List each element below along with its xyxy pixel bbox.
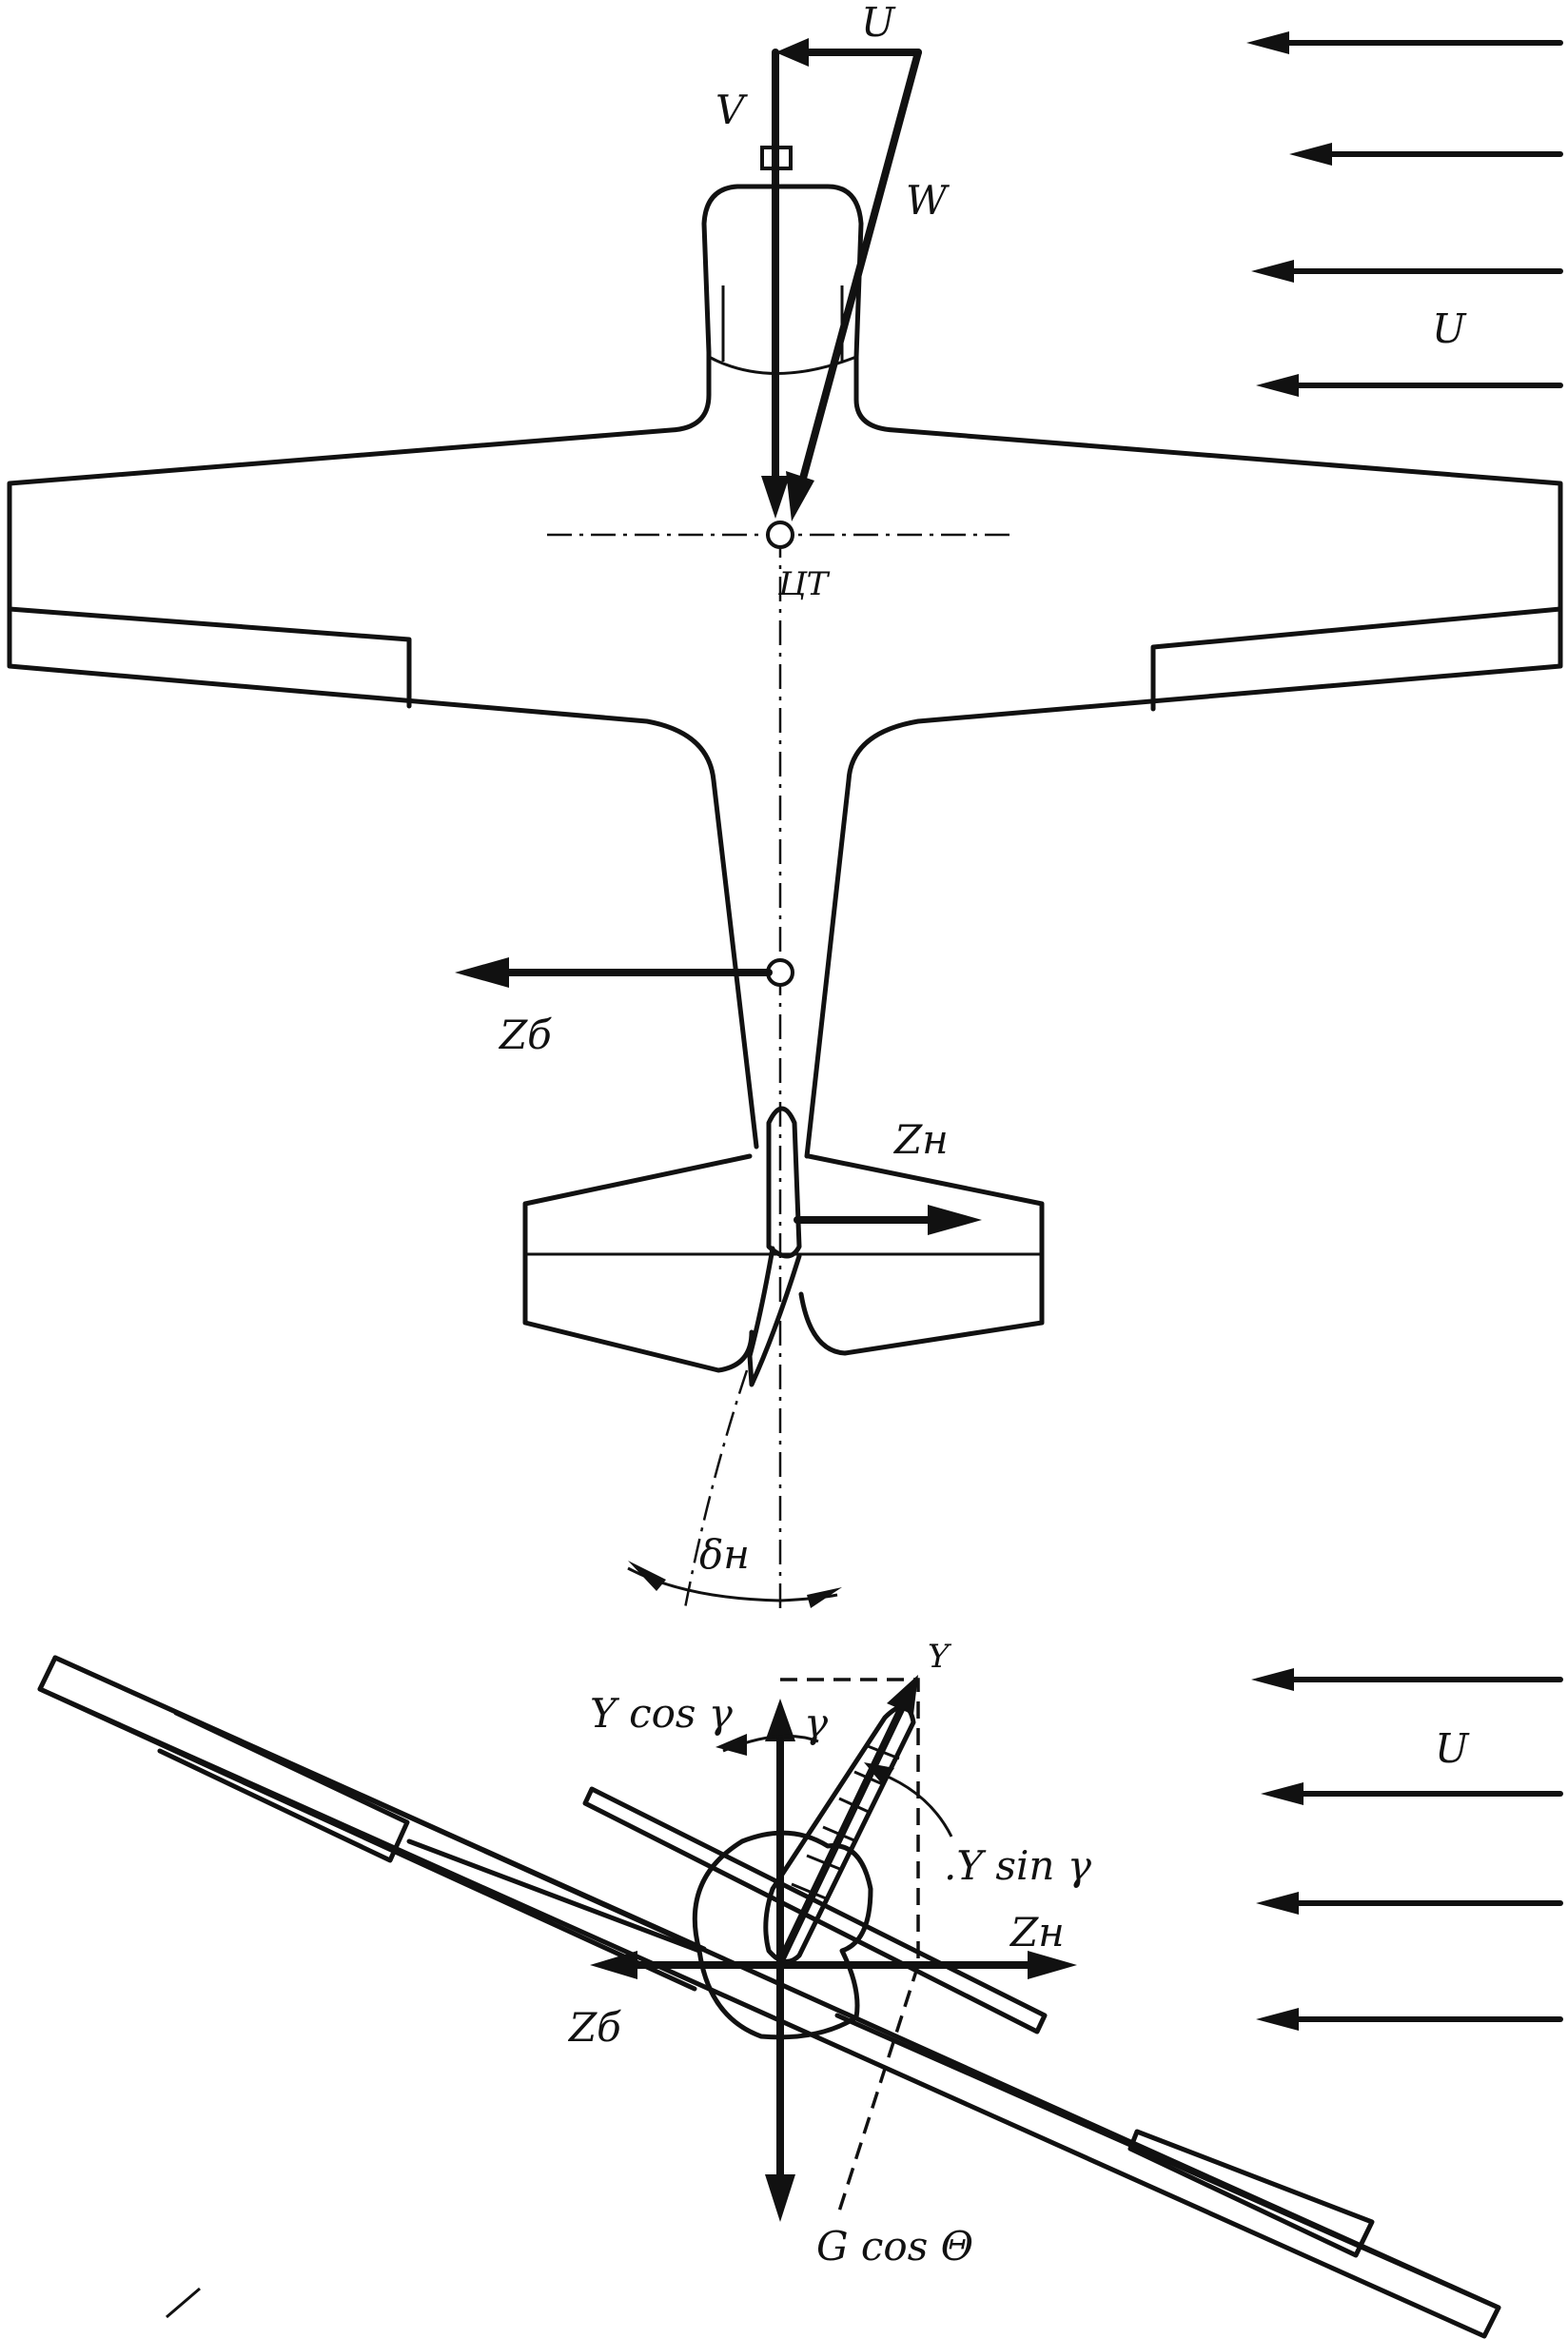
label-gamma: γ <box>804 1700 829 1746</box>
lift-sin-leader-arrow <box>864 1762 894 1785</box>
rudder-angle-arrow-right <box>807 1587 842 1608</box>
wing-mid-left <box>406 1838 702 1954</box>
side-force-top <box>455 957 773 988</box>
rudder-angle <box>627 1561 842 1608</box>
resultant-w-vector <box>797 49 922 489</box>
stray-mark <box>166 2287 201 2319</box>
label-u-flow-top: U <box>1432 305 1467 352</box>
gamma-arc-arrow <box>715 1734 747 1756</box>
label-z-rudder: Zн <box>892 1116 949 1163</box>
horizontal-tail-front <box>582 1786 1048 2034</box>
rudder-force-arrowhead <box>928 1205 982 1235</box>
rudder-deflected <box>747 1246 802 1387</box>
rudder-angle-arrow-left <box>628 1561 666 1591</box>
label-z-side-front: Zб <box>567 2004 621 2051</box>
velocity-triangle <box>761 38 922 521</box>
velocity-v-arrowhead <box>761 476 790 519</box>
wing-upper-left <box>52 1655 707 1952</box>
flow-arrow-8-head <box>1256 2008 1299 2031</box>
label-u-top: U <box>861 0 896 46</box>
label-gravity: G cos Θ <box>816 2223 973 2270</box>
left-wing-fuselage-outline <box>7 349 759 1150</box>
flow-arrow-4-head <box>1256 374 1299 397</box>
fin-section <box>766 1106 802 1259</box>
label-lift-sin: .Y sin γ <box>944 1842 1092 1889</box>
left-aileron <box>7 606 412 709</box>
side-force-arrowhead <box>455 957 509 988</box>
left-aileron-front <box>157 1710 410 1863</box>
fuselage-cross-section <box>692 1830 873 2040</box>
right-aileron-front <box>1127 2129 1375 2258</box>
gravity-dash-line <box>835 1964 920 2218</box>
lift-y-vector <box>776 1700 908 1966</box>
left-stabilizer <box>522 1153 755 1373</box>
aircraft-front-view <box>37 1655 1501 2339</box>
lift-cos-arrowhead <box>765 1699 795 1741</box>
side-force-front-arrowhead <box>590 1951 637 1979</box>
aircraft-top-view <box>7 146 1563 1609</box>
label-cg: ЦТ <box>777 565 831 603</box>
wing-lower-left <box>37 1686 697 1992</box>
flow-arrows-bottom <box>1251 1668 1563 2031</box>
resultant-w-arrowhead <box>786 471 814 521</box>
label-z-rudder-front: Zн <box>1009 1909 1065 1956</box>
gravity-arrowhead <box>765 2174 795 2222</box>
label-lift-cos: Y cos γ <box>590 1690 734 1737</box>
flow-arrows-top <box>1246 31 1563 397</box>
rudder-deflection-line <box>683 1369 749 1609</box>
flow-arrow-6-head <box>1261 1782 1303 1805</box>
flow-arrow-5-head <box>1251 1668 1294 1691</box>
label-u-flow-bottom: U <box>1435 1725 1470 1772</box>
wing-mid-right <box>834 2013 1501 2310</box>
lift-decomposition-dash <box>780 1678 920 1965</box>
label-v: V <box>715 87 748 133</box>
cockpit-lines <box>721 285 844 362</box>
cg-marker <box>766 521 794 549</box>
wind-u-arrowhead <box>775 38 809 67</box>
right-wing-fuselage-outline <box>804 354 1563 1159</box>
front-force-construction <box>590 1675 1077 2222</box>
rudder-force-top <box>794 1205 982 1235</box>
rudder-force-front-arrowhead <box>1028 1951 1077 1979</box>
flow-arrow-2-head <box>1289 143 1332 166</box>
right-aileron <box>1150 606 1563 712</box>
lift-y-arrowhead <box>887 1675 918 1715</box>
flow-arrow-3-head <box>1251 260 1294 283</box>
canopy-outline <box>701 184 864 360</box>
front-wing-tip-strip <box>37 1655 1501 2339</box>
label-delta-rudder: δн <box>699 1531 750 1578</box>
flow-arrow-1-head <box>1246 31 1289 54</box>
right-stabilizer <box>798 1153 1045 1356</box>
label-w: W <box>906 177 951 224</box>
label-lift-y: Y <box>928 1638 952 1676</box>
label-z-side: Zб <box>498 1012 552 1058</box>
flow-arrow-7-head <box>1256 1892 1299 1915</box>
